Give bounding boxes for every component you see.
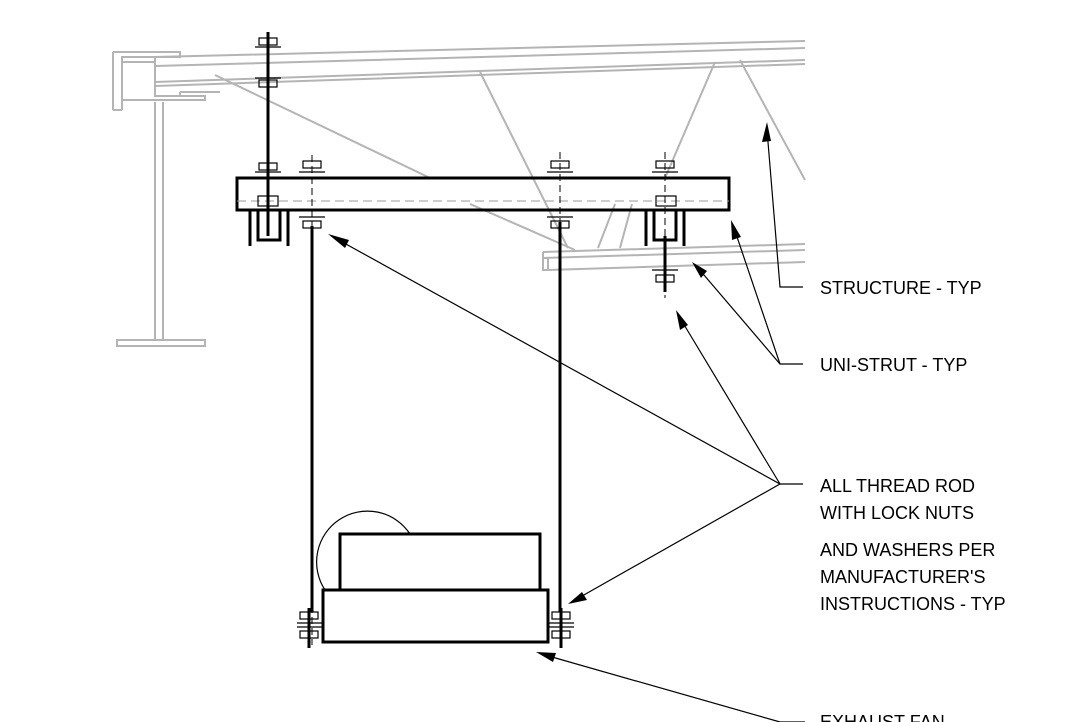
structure-leader — [762, 122, 803, 288]
joist-web — [214, 59, 806, 251]
fan-upper-box — [338, 532, 542, 592]
structure-callout: STRUCTURE - TYP — [820, 278, 982, 298]
thread-rod-leader — [328, 234, 803, 604]
thread-rod-callout-line-1: ALL THREAD ROD — [820, 476, 975, 496]
unistrut-channel — [235, 176, 731, 246]
thread-rods — [255, 32, 678, 645]
thread-rod-upper-left — [255, 32, 281, 236]
thread-rod-fan-left — [299, 155, 325, 645]
fan-rod-hardware-left — [297, 608, 322, 648]
leader-lines — [328, 122, 805, 722]
thread-rod-callout-line-2: WITH LOCK NUTS — [820, 503, 974, 523]
fan-base-box — [321, 588, 550, 644]
strut-clip-left — [248, 195, 290, 246]
thread-rod-upper-right — [652, 152, 678, 298]
thread-rod-callout-line-4: MANUFACTURER'S — [820, 567, 985, 587]
exhaust-fan-leader — [536, 652, 805, 722]
fan-motor-housing — [316, 510, 411, 591]
callout-labels: STRUCTURE - TYP UNI-STRUT - TYP ALL THRE… — [820, 278, 1006, 722]
thread-rod-callout-line-5: INSTRUCTIONS - TYP — [820, 594, 1006, 614]
fan-rod-hardware-right — [549, 608, 574, 648]
unistrut-leader — [692, 220, 803, 365]
unistrut-body — [235, 176, 731, 212]
exhaust-fan-callout: EXHAUST FAN — [820, 712, 945, 722]
thread-rod-callout-line-3: AND WASHERS PER — [820, 540, 995, 560]
unistrut-callout: UNI-STRUT - TYP — [820, 355, 967, 375]
strut-clip-right — [644, 195, 686, 246]
exhaust-fan — [297, 510, 574, 648]
steel-beam-section — [112, 51, 220, 347]
joist-top-chord — [154, 40, 806, 87]
joist-bottom-chord — [542, 243, 806, 271]
thread-rod-fan-right — [547, 152, 573, 645]
building-structure — [112, 40, 806, 347]
